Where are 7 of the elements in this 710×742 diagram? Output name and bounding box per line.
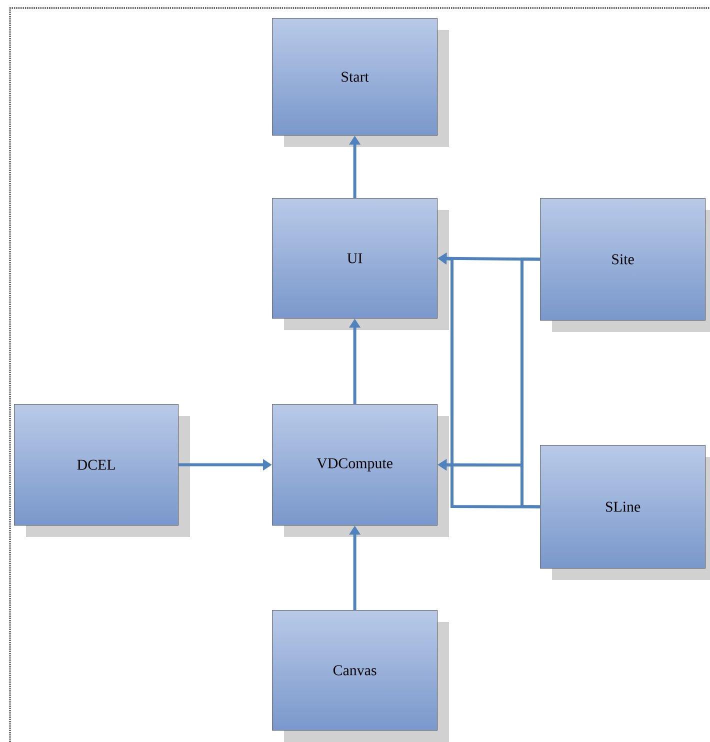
- process-box: Canvas: [272, 610, 449, 742]
- process-box: SLine: [540, 445, 710, 580]
- process-box: Start: [272, 18, 449, 147]
- process-box: Site: [540, 198, 710, 332]
- process-box: VDCompute: [272, 404, 449, 537]
- process-box: UI: [272, 198, 449, 330]
- process-box: DCEL: [14, 404, 190, 537]
